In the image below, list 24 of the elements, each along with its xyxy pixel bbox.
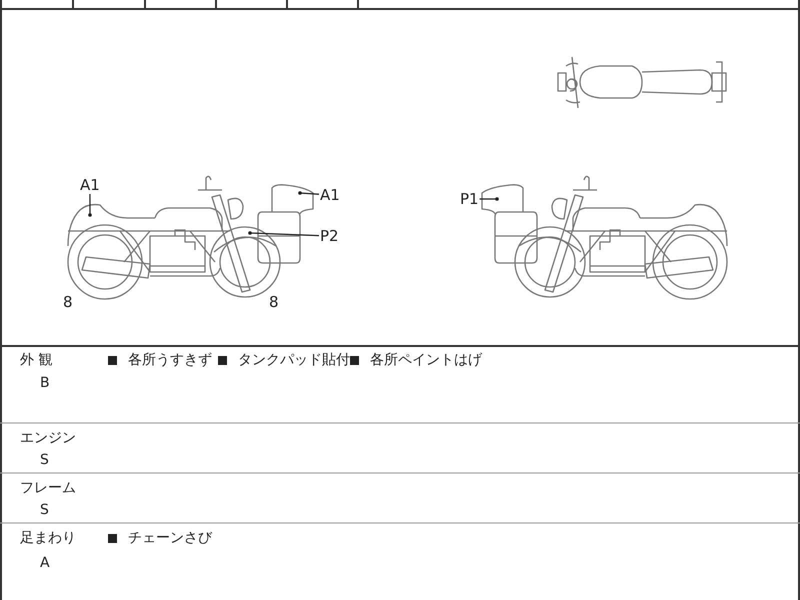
category-heading: フレーム: [20, 480, 76, 496]
part-code: P1: [460, 191, 479, 207]
remark: チェーンさび: [128, 530, 212, 546]
fairing-drawing: [271, 184, 314, 214]
category-heading: エンジン: [20, 430, 76, 446]
part-code: A1: [80, 177, 100, 193]
wheel-count: 8: [63, 294, 73, 310]
category-heading: 外 観: [20, 352, 52, 368]
remark: タンクパッド貼付: [238, 352, 350, 368]
remark: 各所うすきず: [128, 352, 212, 368]
category-heading: 足まわり: [20, 530, 76, 546]
part-code: A1: [320, 187, 340, 203]
tail-cowl-drawing: [67, 204, 155, 246]
remark: 各所ペイントはげ: [370, 352, 482, 368]
grade: S: [40, 502, 49, 518]
grade: B: [40, 375, 50, 391]
part-code: P2: [320, 228, 339, 244]
leader-line: [88, 194, 92, 217]
grade: A: [40, 555, 50, 571]
leader-line: [480, 197, 499, 201]
wheel-count: 8: [269, 294, 279, 310]
fairing-drawing: [481, 184, 524, 214]
leader-line: [298, 191, 320, 195]
grade: S: [40, 452, 49, 468]
